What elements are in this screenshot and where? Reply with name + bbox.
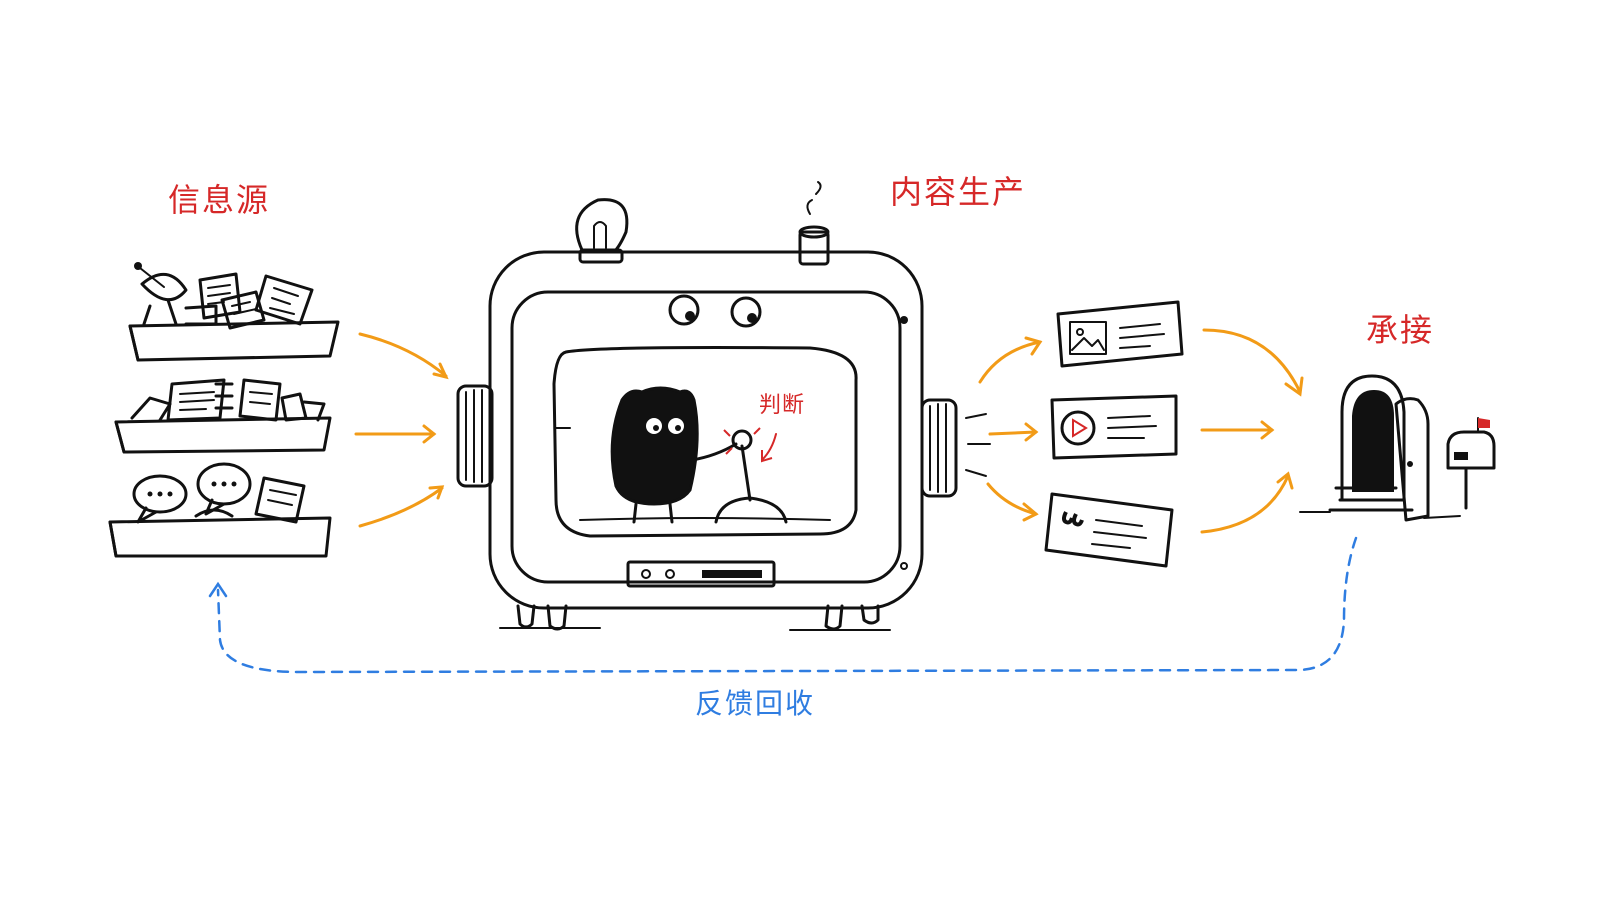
satellite-dish-icon — [134, 262, 188, 326]
destination — [1299, 374, 1496, 522]
output-arrows — [978, 336, 1043, 522]
chat-bubbles-icon — [132, 462, 306, 524]
quote-card — [1044, 492, 1174, 568]
documents-icon — [130, 378, 326, 422]
source-trays — [108, 262, 340, 558]
feedback-dashed-path — [216, 536, 1358, 674]
source-tray-news — [128, 262, 340, 362]
output-arrow-top — [978, 340, 1042, 384]
lever-icon — [714, 427, 788, 524]
dest-arrow-bottom — [1200, 474, 1290, 534]
output-arrow-bottom — [986, 482, 1038, 516]
label-receive: 承接 — [1366, 311, 1435, 349]
image-card — [1056, 300, 1184, 368]
quote-card-icon — [1062, 511, 1084, 527]
input-arrow-top — [358, 332, 448, 378]
video-card — [1050, 394, 1178, 460]
lightbulb-icon — [575, 198, 629, 264]
label-judge: 判断 — [759, 393, 806, 418]
source-tray-documents — [114, 378, 332, 454]
chimney-icon — [798, 181, 830, 266]
open-door-icon — [1299, 374, 1461, 522]
input-arrow-bottom — [358, 486, 444, 528]
input-arrows — [354, 332, 449, 528]
output-arrow-middle — [988, 430, 1038, 436]
label-content-production: 内容生产 — [890, 173, 1027, 211]
black-creature-icon — [610, 386, 738, 524]
mailbox-icon — [1446, 417, 1496, 510]
source-tray-chats — [108, 462, 332, 558]
destination-arrows — [1200, 328, 1304, 534]
label-source: 信息源 — [168, 181, 271, 219]
video-card-icon — [1060, 410, 1096, 446]
content-machine-icon — [456, 181, 991, 631]
feedback-loop — [208, 536, 1358, 674]
label-feedback: 反馈回收 — [695, 687, 816, 720]
output-cards — [1044, 300, 1184, 568]
image-card-icon — [1069, 321, 1107, 355]
paper-stack-icon — [184, 272, 314, 330]
dest-arrow-top — [1202, 328, 1302, 394]
